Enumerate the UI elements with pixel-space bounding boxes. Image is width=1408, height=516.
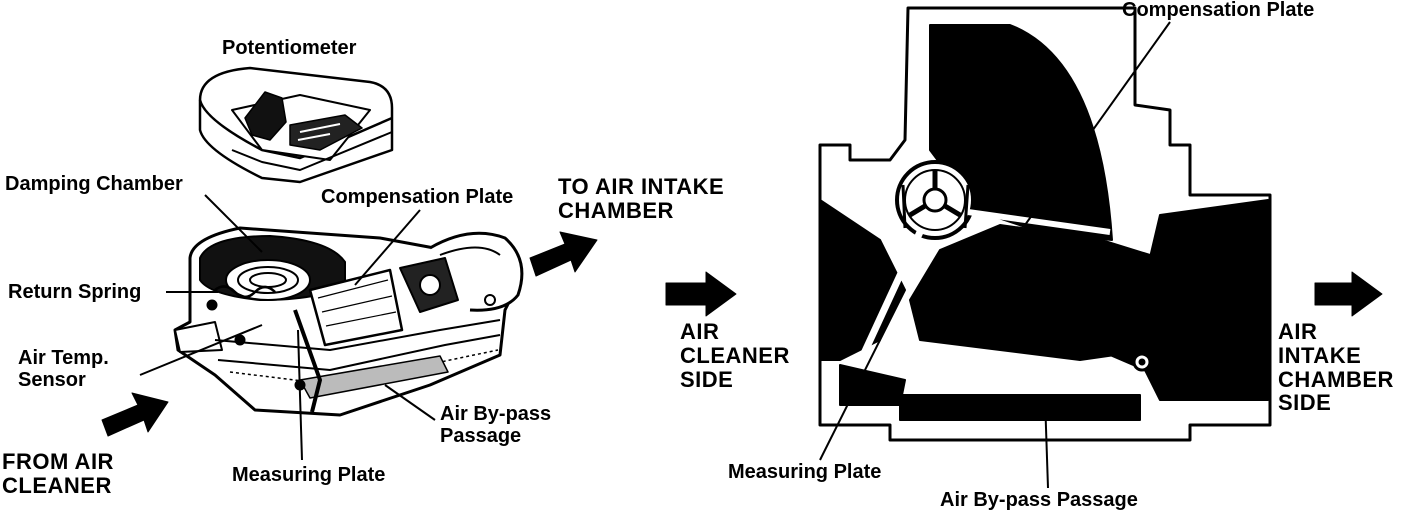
measuring-plate-arm <box>856 230 924 364</box>
potentiometer-part <box>198 66 394 184</box>
central-dark <box>909 224 1151 361</box>
air-intake-outflow-arrow <box>1314 271 1383 317</box>
damping-chamber-label: Damping Chamber <box>5 173 183 195</box>
left-airflow-meter <box>101 66 598 461</box>
compensation-plate-label-right: Compensation Plate <box>1122 0 1315 21</box>
right-leader-lines <box>819 21 1171 489</box>
from-air-cleaner-arrow <box>101 392 169 437</box>
from-air-cleaner-label: FROM AIR CLEANER <box>2 449 114 498</box>
measuring-plate-label-left: Measuring Plate <box>232 464 386 486</box>
bypass-dark <box>899 394 1141 421</box>
air-bypass-passage-label-right: Air By-pass Passage <box>940 489 1138 511</box>
air-bypass-passage-label-left: Air By-pass Passage <box>440 403 552 447</box>
air-temp-sensor-label: Air Temp. Sensor <box>18 347 109 391</box>
compensation-plate-label-left: Compensation Plate <box>321 186 514 208</box>
to-air-intake-arrow <box>529 231 598 277</box>
left-leader-lines <box>139 194 436 461</box>
to-air-intake-chamber-label: TO AIR INTAKE CHAMBER <box>558 174 725 223</box>
compensation-plate-arm <box>967 209 1111 235</box>
meter-body <box>173 226 524 417</box>
right-cross-section <box>665 6 1383 489</box>
rotor-hub <box>895 160 975 240</box>
damping-chamber-dark <box>929 24 1113 241</box>
lower-left-dark <box>839 364 906 406</box>
air-cleaner-inflow-arrow <box>665 271 737 317</box>
air-cleaner-side-label: AIR CLEANER SIDE <box>680 319 790 392</box>
return-spring-label: Return Spring <box>8 281 142 303</box>
measuring-plate-label-right: Measuring Plate <box>728 461 882 483</box>
potentiometer-label: Potentiometer <box>222 37 357 59</box>
air-intake-chamber-side-label: AIR INTAKE CHAMBER SIDE <box>1278 319 1394 416</box>
